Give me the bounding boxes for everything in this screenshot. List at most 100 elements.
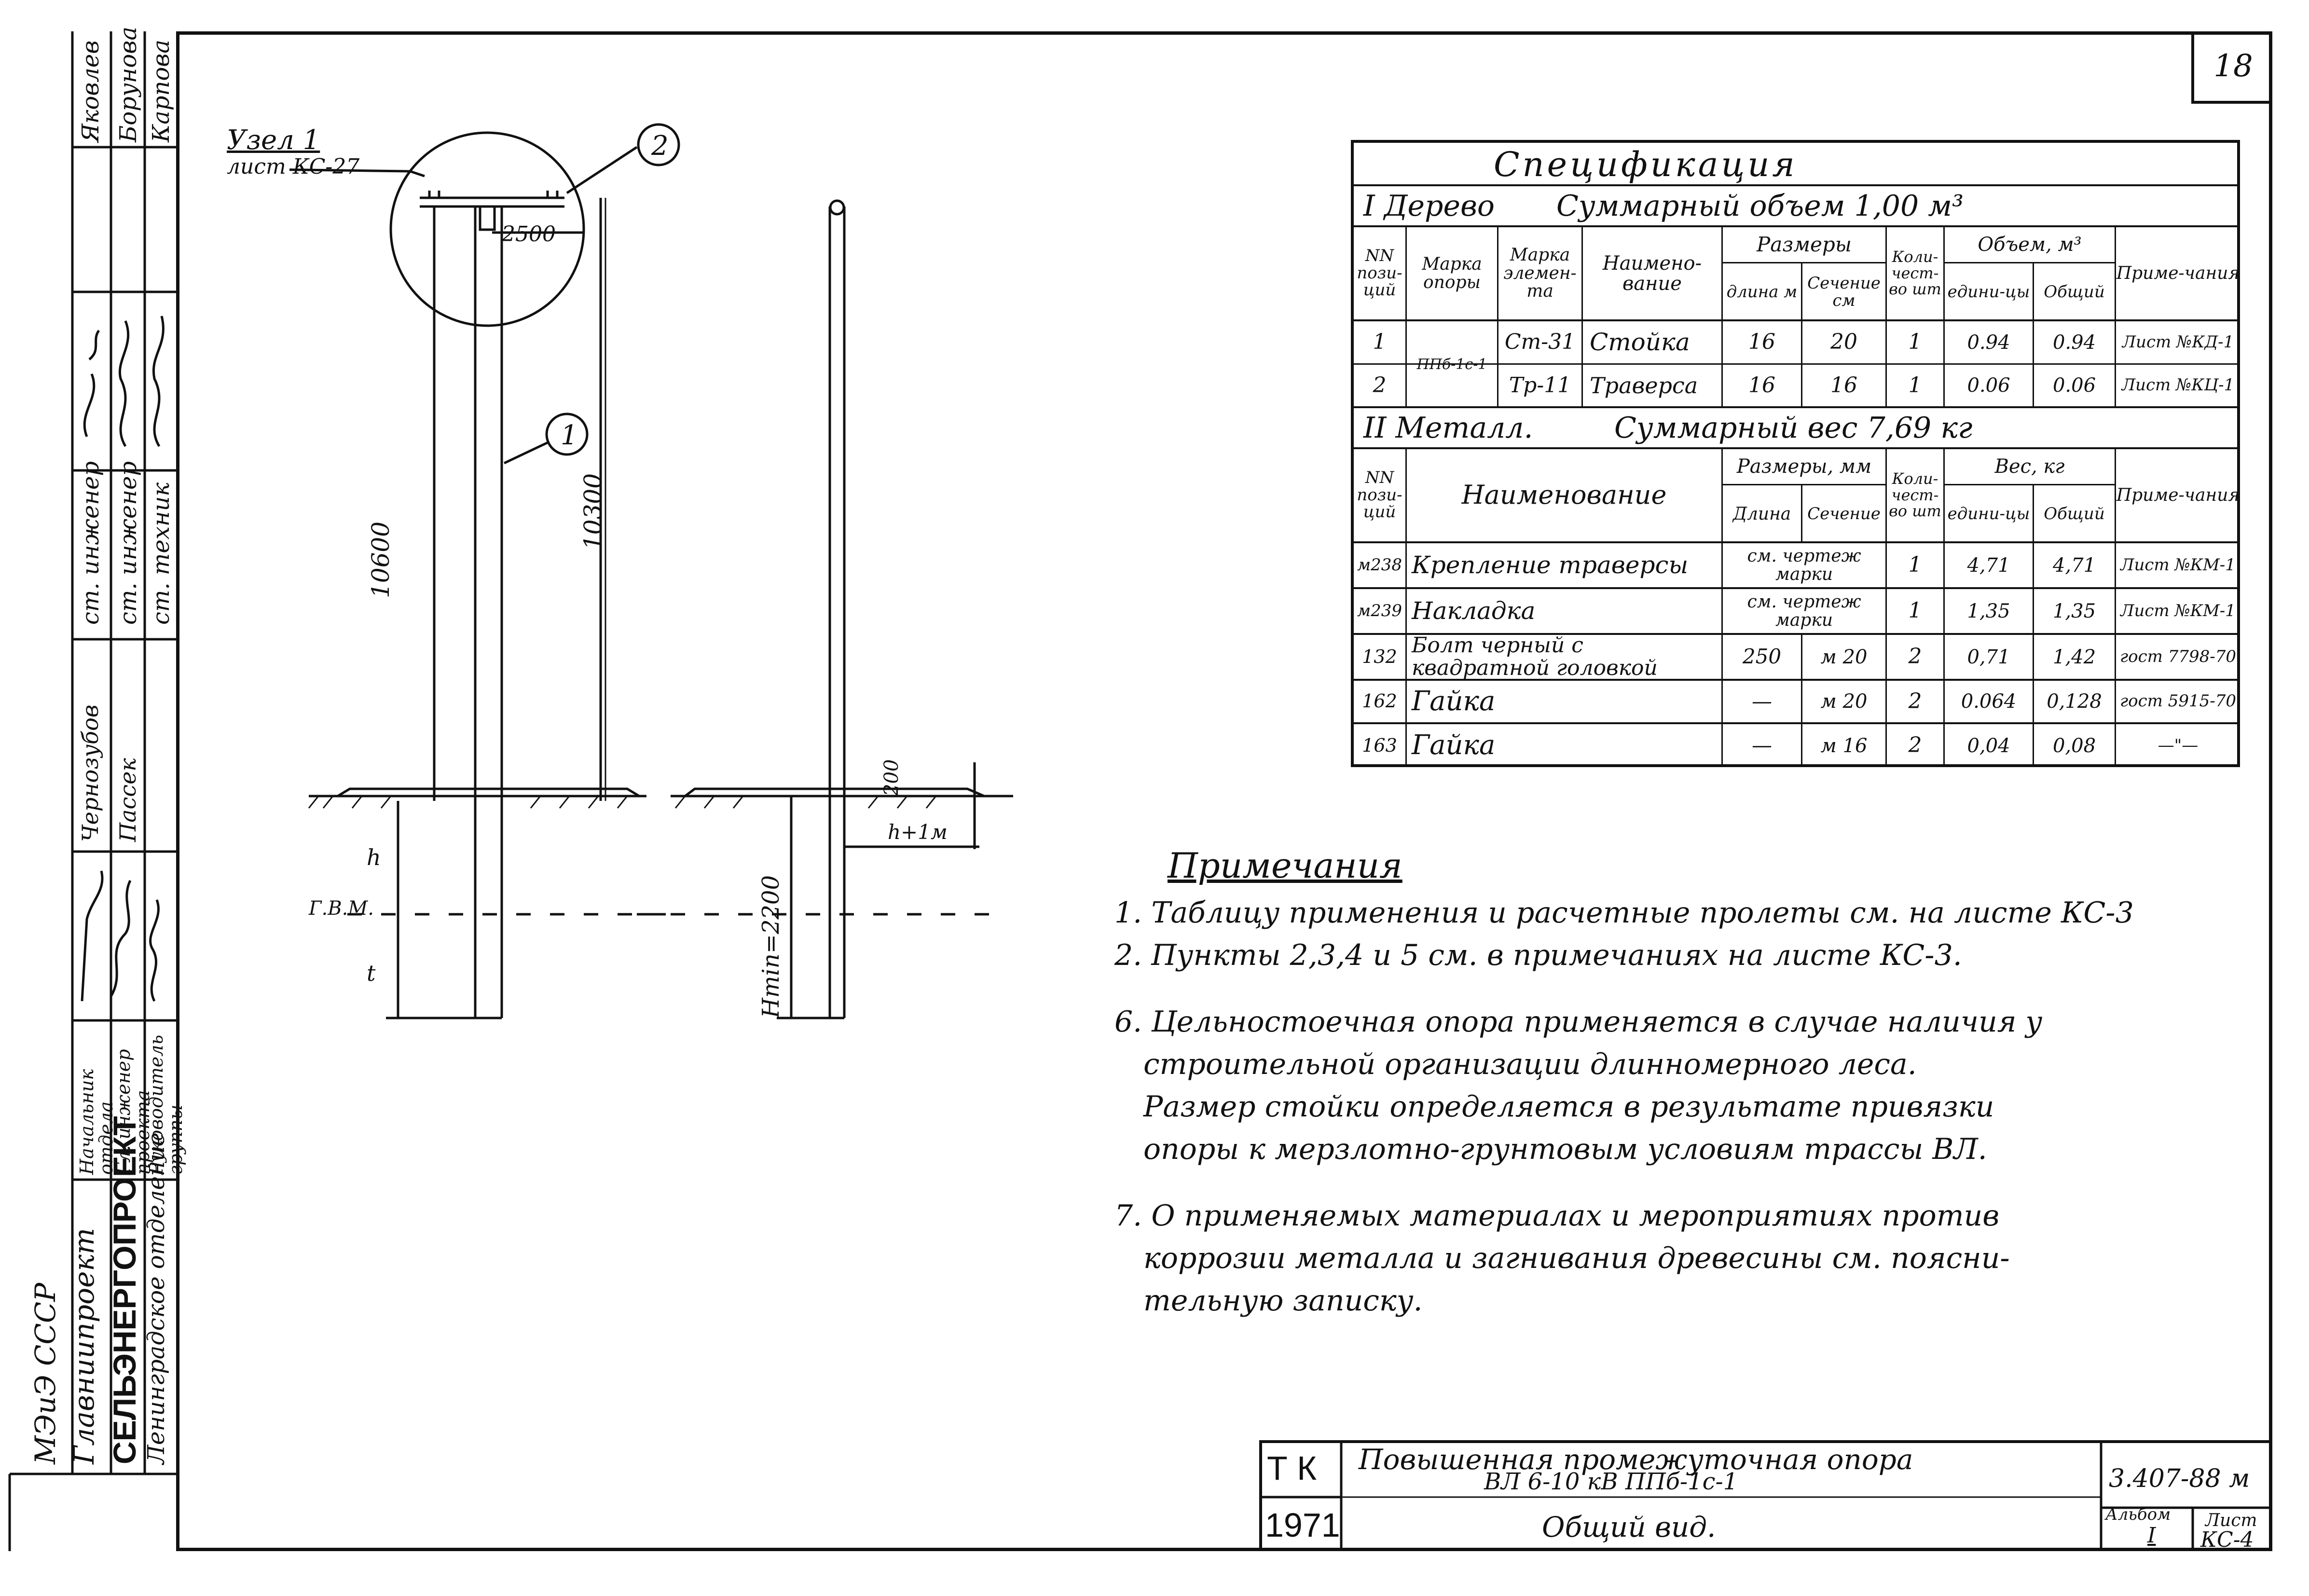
- metal-row-5: 163 Гайка — м 16 2 0,04 0,08 —"—: [1354, 724, 2237, 767]
- metal-row-5-length: —: [1723, 724, 1802, 767]
- wood-row-1-name: Стойка: [1583, 321, 1723, 363]
- dim-10300: 10300: [579, 473, 607, 550]
- metal-row-4-section: м 20: [1802, 681, 1887, 722]
- callout-2-label: 2: [651, 130, 669, 162]
- sheet-number: 18: [2191, 31, 2272, 104]
- hdr-metal-section: Сечение: [1802, 485, 1887, 543]
- wood-row-2-qty: 1: [1887, 365, 1945, 406]
- hdr-metal-length: Длина: [1723, 485, 1802, 543]
- metal-row-3: 132 Болт черный с квадратной головкой 25…: [1354, 634, 2237, 681]
- title-line-1: Повышенная промежуточная опора: [1359, 1443, 1913, 1476]
- metal-row-1: м238 Крепление траверсы см. чертеж марки…: [1354, 543, 2237, 589]
- metal-row-4-unit: 0.064: [1945, 681, 2034, 722]
- stamp-name-chernozubov: Чернозубов: [77, 704, 103, 842]
- metal-row-5-unit: 0,04: [1945, 724, 2034, 767]
- metal-row-2-unit: 1,35: [1945, 589, 2034, 633]
- hdr-wood-section: Сечение см: [1802, 263, 1887, 321]
- metal-row-3-length: 250: [1723, 635, 1802, 679]
- wood-row-1-pos: 1: [1354, 321, 1407, 363]
- note-6-line-4: опоры к мерзлотно-грунтовым условиям тра…: [1143, 1132, 1987, 1166]
- stamp-org-selenergoproekt: СЕЛЬЭНЕРГОПРОЕКТ: [107, 1116, 142, 1464]
- node-1-circle: [389, 131, 585, 327]
- note-2: 2. Пункты 2,3,4 и 5 см. в примечаниях на…: [1114, 938, 1962, 972]
- stamp-org-ministry: МЭиЭ СССР: [29, 1282, 62, 1464]
- hdr-metal-unit: едини-цы: [1945, 485, 2034, 543]
- metal-row-3-pos: 132: [1354, 635, 1407, 679]
- metal-row-4-name: Гайка: [1407, 681, 1723, 722]
- node-label: Узел 1: [227, 124, 320, 156]
- hdr-metal-name: Наименование: [1407, 449, 1723, 541]
- stamp-position-1: ст. инженер: [77, 461, 104, 625]
- hdr-metal-qty: Коли-чест-во шт: [1887, 449, 1945, 541]
- hdr-wood-mark-element: Марка элемен-та: [1498, 227, 1583, 319]
- metal-row-4-qty: 2: [1887, 681, 1945, 722]
- pole-drawing: [289, 123, 1013, 1019]
- wood-row-2-element: Тр-11: [1498, 365, 1583, 406]
- hdr-metal-dims: Размеры, мм: [1723, 449, 1887, 485]
- album-value: I: [2147, 1523, 2156, 1548]
- spec-wood-heading: I Дерево: [1363, 189, 1495, 223]
- note-7-line-2: коррозии металла и загнивания древесины …: [1143, 1241, 2010, 1275]
- metal-row-4-pos: 162: [1354, 681, 1407, 722]
- metal-row-3-note: гост 7798-70: [2119, 647, 2237, 666]
- title-subtitle: Общий вид.: [1542, 1511, 1716, 1543]
- metal-row-2-note: Лист №КМ-1: [2120, 601, 2236, 620]
- metal-row-1-total: 4,71: [2034, 543, 2116, 587]
- stamp-signatures-2: [81, 870, 160, 1002]
- hdr-metal-pos: NN пози-ций: [1354, 449, 1407, 541]
- metal-row-1-note: Лист №КМ-1: [2120, 555, 2236, 575]
- callout-1-label: 1: [561, 420, 578, 451]
- wood-row-2-total: 0.06: [2034, 365, 2116, 406]
- title-line-2: ВЛ 6-10 кВ ППб-1с-1: [1484, 1468, 1738, 1495]
- dim-t: t: [367, 960, 376, 986]
- wood-row-2-length: 16: [1723, 365, 1802, 406]
- metal-row-1-qty: 1: [1887, 543, 1945, 587]
- metal-row-3-section: м 20: [1802, 635, 1887, 679]
- metal-row-4: 162 Гайка — м 20 2 0.064 0,128 гост 5915…: [1354, 681, 2237, 724]
- metal-row-2-total: 1,35: [2034, 589, 2116, 633]
- hdr-metal-note: Приме-чания: [2116, 485, 2240, 505]
- spec-metal-heading-row: II Металл. Суммарный вес 7,69 кг: [1354, 408, 2237, 449]
- spec-metal-heading: II Металл.: [1363, 411, 1533, 445]
- title-block-grid: [1259, 1440, 2272, 1551]
- hdr-metal-total: Общий: [2034, 485, 2116, 543]
- note-7-line-3: тельную записку.: [1143, 1284, 1423, 1318]
- title-block-year: 1971: [1265, 1506, 1340, 1544]
- sheet-value: КС-4: [2200, 1527, 2254, 1552]
- wood-row-2: 2 Тр-11 Траверса 16 16 1 0.06 0.06 Лист …: [1354, 365, 2237, 408]
- wood-row-2-section: 16: [1802, 365, 1887, 406]
- metal-row-2: м239 Накладка см. чертеж марки 1 1,35 1,…: [1354, 589, 2237, 635]
- metal-row-5-qty: 2: [1887, 724, 1945, 767]
- wood-row-1-element: Ст-31: [1498, 321, 1583, 363]
- metal-row-4-total: 0,128: [2034, 681, 2116, 722]
- dim-hmin: Hmin=2200: [757, 875, 784, 1018]
- metal-row-5-name: Гайка: [1407, 724, 1723, 767]
- metal-row-1-dims: см. чертеж марки: [1723, 543, 1887, 587]
- metal-row-4-note: гост 5915-70: [2119, 691, 2237, 711]
- notes-title: Примечания: [1168, 845, 1402, 886]
- wood-row-2-pos: 2: [1354, 365, 1407, 406]
- stamp-name-passek: Пассек: [115, 758, 141, 842]
- note-6-line-3: Размер стойки определяется в результате …: [1143, 1090, 1994, 1124]
- side-stamp: Яковлев Борунова Карпова ст. инженер ст.…: [0, 27, 186, 1551]
- title-code: 3.407-88 м: [2109, 1464, 2250, 1493]
- wood-row-1-note: Лист №КД-1: [2122, 332, 2234, 352]
- stamp-signatures-1: [83, 316, 165, 447]
- stamp-grid: [8, 31, 176, 1551]
- metal-row-3-unit: 0,71: [1945, 635, 2034, 679]
- metal-row-1-unit: 4,71: [1945, 543, 2034, 587]
- specification-table: Спецификация I Дерево Суммарный объем 1,…: [1351, 140, 2240, 767]
- spec-title-row: Спецификация: [1354, 143, 2237, 186]
- note-6-line-2: строительной организации длинномерного л…: [1143, 1047, 1917, 1081]
- stamp-org-glavniiproekt: Главниипроект: [68, 1228, 100, 1464]
- title-block: Т К 1971 Повышенная промежуточная опора …: [1259, 1440, 2272, 1552]
- wood-row-1: 1 Ст-31 Стойка 16 20 1 0.94 0.94 Лист №К…: [1354, 321, 2237, 365]
- metal-row-2-dims: см. чертеж марки: [1723, 589, 1887, 633]
- stamp-position-2: ст. инженер: [115, 461, 142, 625]
- spec-metal-total: Суммарный вес 7,69 кг: [1614, 411, 1973, 445]
- hdr-wood-volume: Объем, м³: [1945, 227, 2116, 263]
- metal-row-1-name: Крепление траверсы: [1407, 543, 1723, 587]
- stamp-name-yakovlev: Яковлев: [77, 40, 104, 142]
- album-label: Альбом: [2105, 1505, 2171, 1524]
- note-7-line-1: 7. О применяемых материалах и мероприяти…: [1114, 1199, 2000, 1233]
